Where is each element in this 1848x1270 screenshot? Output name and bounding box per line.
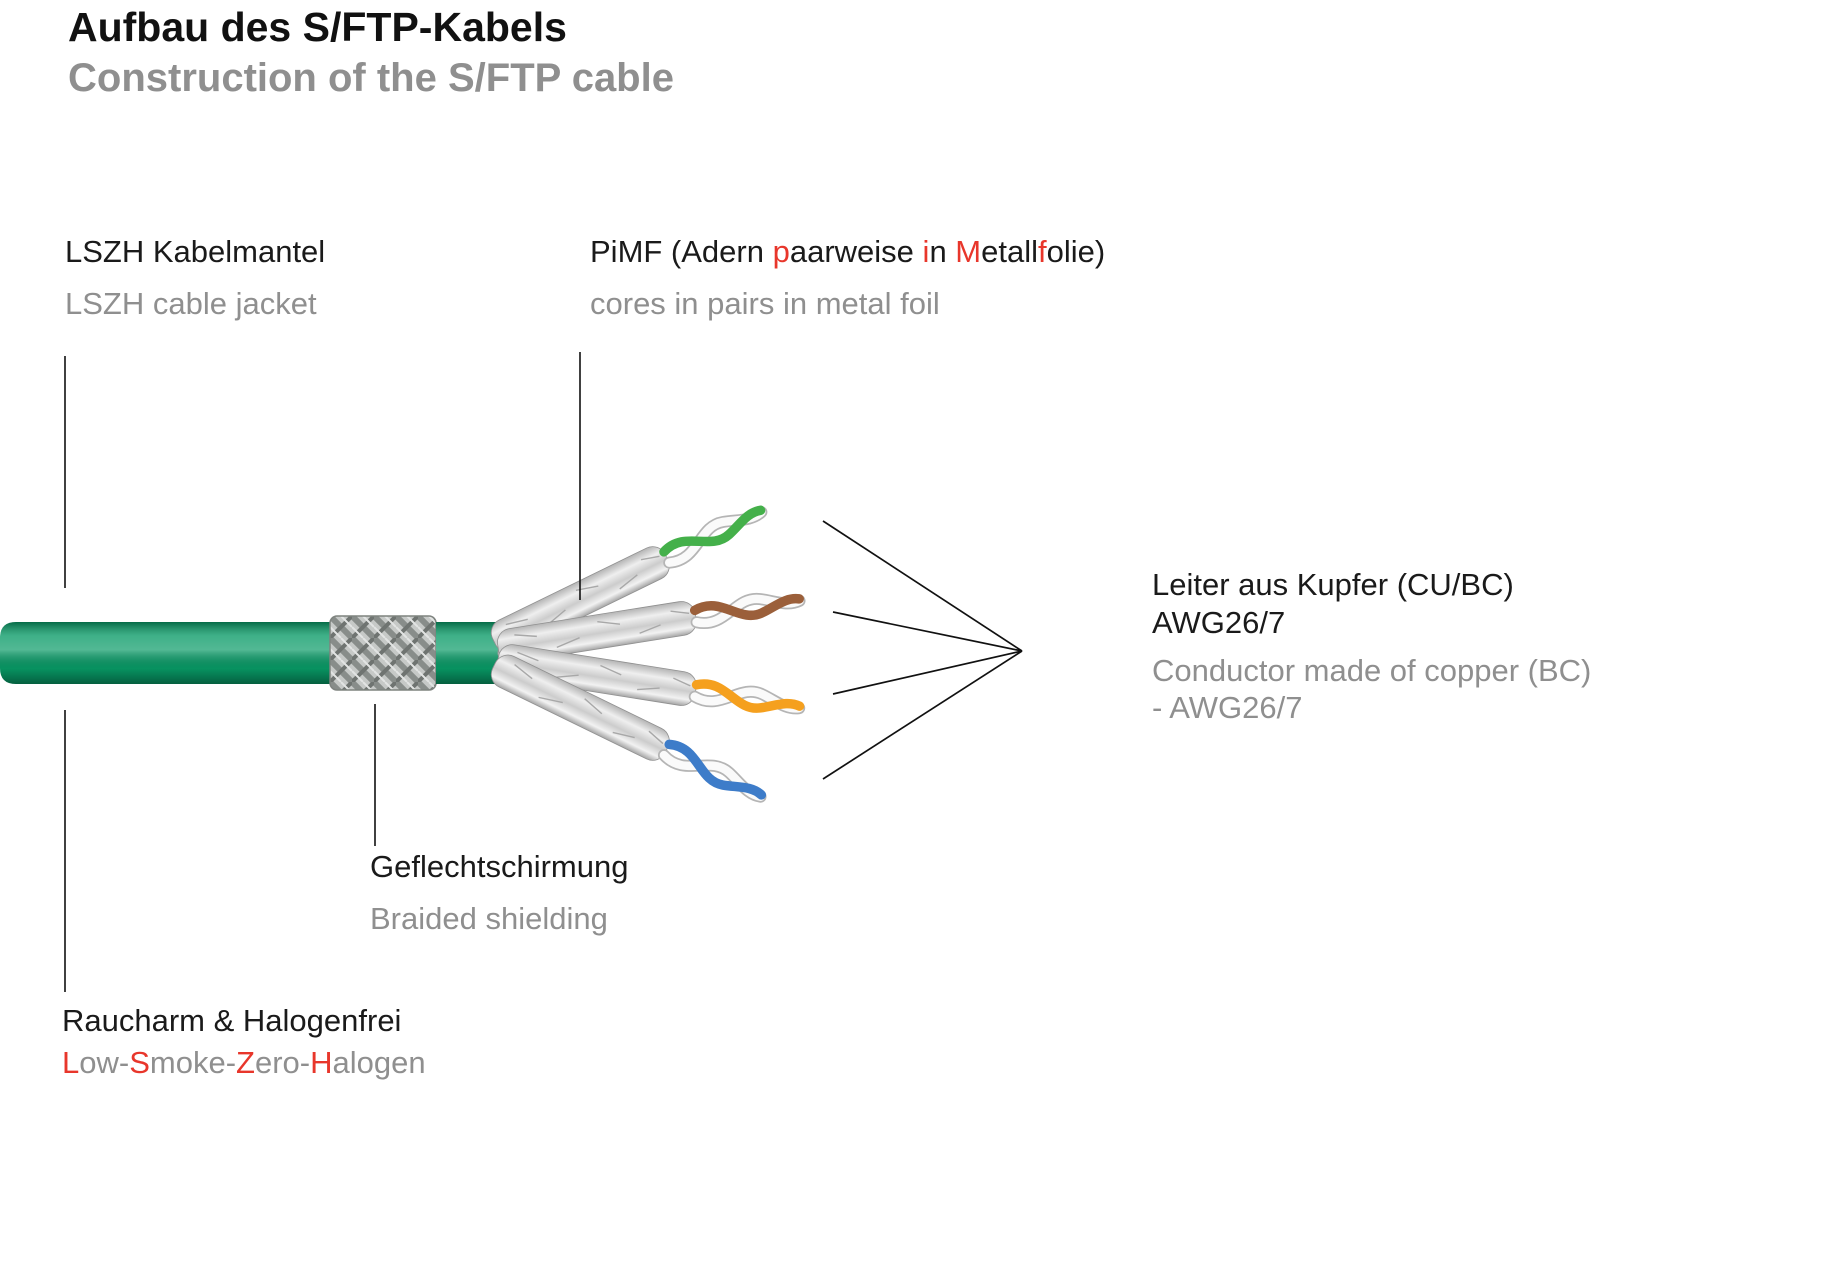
label-braid-de: Geflechtschirmung	[370, 849, 629, 884]
wire-brown	[689, 593, 804, 620]
leader-line-top	[822, 520, 1023, 652]
label-braid: Geflechtschirmung Braided shielding	[370, 848, 628, 937]
pair-blue	[490, 654, 767, 803]
leader-line-bottom	[822, 650, 1023, 780]
label-pimf-de: PiMF (Adern paarweise in Metallfolie)	[590, 234, 1106, 269]
braid-section	[329, 615, 437, 691]
page-title: Aufbau des S/FTP-Kabels	[68, 4, 567, 50]
label-jacket-en: LSZH cable jacket	[65, 286, 317, 322]
title-block: Aufbau des S/FTP-Kabels Construction of …	[68, 2, 674, 103]
label-conductor: Leiter aus Kupfer (CU/BC) AWG26/7 Conduc…	[1152, 566, 1592, 727]
conductor-leader-lines	[822, 520, 1023, 780]
pair-brown	[497, 593, 806, 663]
wire-orange	[691, 679, 805, 713]
label-lszh-de: Raucharm & Halogenfrei	[62, 1003, 402, 1038]
label-conductor-de: Leiter aus Kupfer (CU/BC) AWG26/7	[1152, 567, 1514, 640]
label-pimf: PiMF (Adern paarweise in Metallfolie) co…	[590, 233, 1105, 322]
page-subtitle: Construction of the S/FTP cable	[68, 56, 674, 101]
leader-line-lower	[832, 650, 1023, 695]
label-pimf-en: cores in pairs in metal foil	[590, 286, 940, 322]
label-connector-lines	[64, 352, 581, 992]
leader-line-upper	[832, 611, 1023, 652]
label-jacket: LSZH Kabelmantel LSZH cable jacket	[65, 233, 325, 322]
label-conductor-en: Conductor made of copper (BC) - AWG26/7	[1152, 652, 1592, 726]
label-jacket-de: LSZH Kabelmantel	[65, 234, 326, 269]
wire-green	[659, 505, 766, 557]
pair-orange	[497, 644, 806, 715]
wire-blue	[664, 739, 767, 800]
label-braid-en: Braided shielding	[370, 901, 608, 937]
label-lszh: Raucharm & Halogenfrei Low-Smoke-Zero-Ha…	[62, 1002, 426, 1081]
label-lszh-en: Low-Smoke-Zero-Halogen	[62, 1045, 426, 1081]
